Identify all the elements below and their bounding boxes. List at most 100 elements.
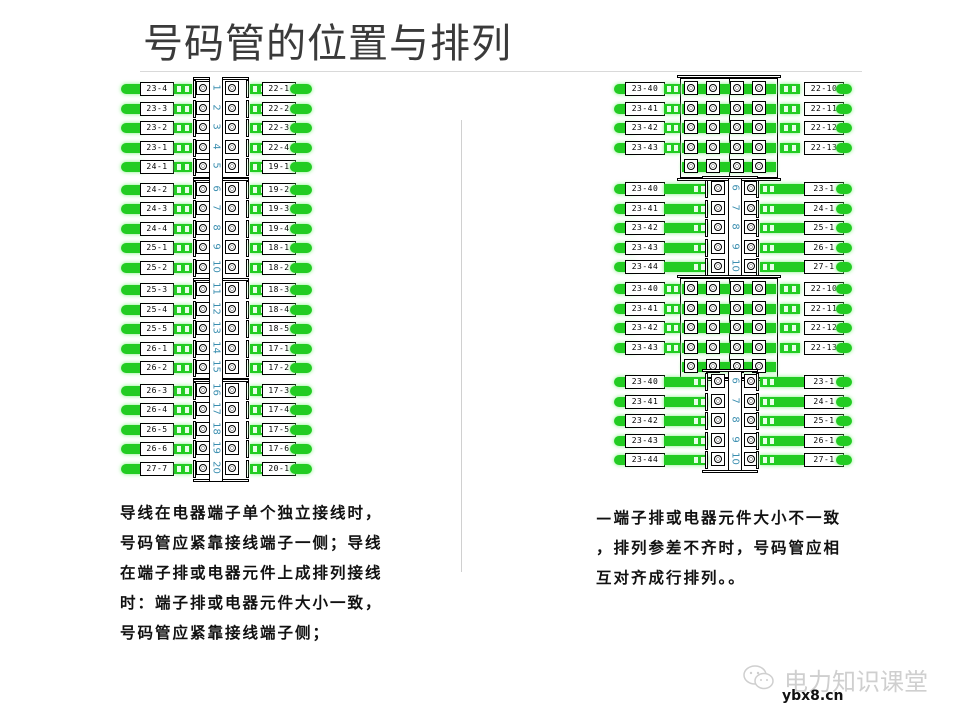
wire-sleeve bbox=[664, 242, 708, 253]
screw-terminal-icon bbox=[225, 360, 239, 374]
screw-terminal-icon bbox=[225, 181, 239, 196]
wire-sleeve bbox=[760, 242, 804, 253]
wire-sleeve bbox=[664, 377, 708, 387]
wire-end bbox=[836, 84, 852, 94]
wire-number-tube: 23-40 bbox=[625, 375, 665, 389]
wire-sleeve bbox=[664, 303, 680, 314]
screw-terminal-icon bbox=[706, 320, 720, 334]
wire-sleeve bbox=[174, 142, 192, 153]
terminal-block-edge bbox=[246, 459, 249, 478]
screw-terminal-icon bbox=[196, 301, 210, 316]
screw-terminal-icon bbox=[706, 100, 720, 115]
wire-number-tube: 18-1 bbox=[262, 241, 296, 255]
terminal-number: 7 bbox=[729, 396, 741, 404]
screw-terminal-icon bbox=[225, 282, 239, 296]
screw-terminal-icon bbox=[196, 382, 210, 397]
screw-terminal-icon bbox=[744, 220, 758, 234]
wire-number-tube: 23-44 bbox=[625, 260, 665, 274]
screw-terminal-icon bbox=[196, 201, 210, 215]
screw-terminal-icon bbox=[752, 120, 766, 134]
wire-sleeve bbox=[760, 455, 804, 465]
terminal-block-edge bbox=[246, 80, 249, 98]
terminal-block-edge bbox=[246, 359, 249, 377]
terminal-block-edge bbox=[246, 339, 249, 358]
terminal-strip-spine bbox=[209, 77, 223, 481]
terminal-block-edge bbox=[756, 238, 759, 257]
screw-terminal-icon bbox=[225, 240, 239, 254]
wire-sleeve bbox=[780, 103, 800, 114]
wire-number-tube: 23-43 bbox=[625, 140, 665, 155]
screw-terminal-icon bbox=[711, 374, 725, 388]
terminal-block-edge bbox=[246, 401, 249, 419]
caption-line: 时：端子排或电器元件大小一致， bbox=[120, 593, 383, 612]
wire-end bbox=[121, 142, 147, 153]
terminal-number: 6 bbox=[729, 184, 741, 191]
wire-end bbox=[836, 435, 852, 446]
page-title: 号码管的位置与排列 bbox=[143, 21, 512, 67]
wire-number-tube: 22-10 bbox=[804, 282, 844, 296]
wire-end bbox=[290, 463, 312, 474]
wire-sleeve bbox=[664, 184, 708, 194]
wire-sleeve bbox=[780, 303, 800, 314]
terminal-block-edge bbox=[193, 420, 196, 439]
screw-terminal-icon bbox=[744, 393, 758, 408]
wire-sleeve bbox=[780, 142, 800, 153]
wire-number-tube: 26-4 bbox=[140, 403, 174, 417]
title-divider bbox=[140, 71, 862, 72]
wire-sleeve bbox=[760, 262, 804, 272]
terminal-number: 10 bbox=[729, 452, 741, 465]
terminal-block-edge bbox=[193, 339, 196, 358]
wire-sleeve bbox=[174, 405, 192, 415]
internal-wire bbox=[682, 123, 776, 133]
wire-end bbox=[836, 262, 852, 272]
wire-end bbox=[121, 285, 147, 295]
wire-sleeve bbox=[664, 323, 680, 333]
wire-number-tube: 24-4 bbox=[140, 221, 174, 236]
terminal-block-edge bbox=[193, 138, 196, 157]
wire-number-tube: 26-6 bbox=[140, 442, 174, 456]
screw-terminal-icon bbox=[706, 81, 720, 95]
wire-number-tube: 22-12 bbox=[804, 321, 844, 335]
screw-terminal-icon bbox=[744, 200, 758, 215]
wire-end bbox=[836, 377, 852, 387]
wire-number-tube: 22-11 bbox=[804, 101, 844, 116]
screw-terminal-icon bbox=[225, 321, 239, 335]
terminal-block-edge bbox=[246, 119, 249, 137]
wire-end bbox=[290, 424, 312, 435]
screw-terminal-icon bbox=[684, 159, 698, 173]
terminal-block-edge bbox=[193, 320, 196, 338]
screw-terminal-icon bbox=[711, 259, 725, 273]
wire-end bbox=[290, 324, 312, 334]
wire-number-tube: 23-1 bbox=[804, 182, 844, 196]
terminal-strip-spine bbox=[728, 178, 742, 278]
wire-end bbox=[121, 463, 147, 474]
wire-number-tube: 23-42 bbox=[625, 221, 665, 235]
wire-end bbox=[121, 223, 147, 234]
screw-terminal-icon bbox=[196, 139, 210, 154]
wire-sleeve bbox=[174, 324, 192, 334]
wire-end bbox=[121, 343, 147, 354]
screw-terminal-icon bbox=[730, 300, 744, 315]
wire-end bbox=[836, 342, 852, 353]
wire-sleeve bbox=[664, 123, 680, 133]
wire-number-tube: 23-41 bbox=[625, 201, 665, 216]
screw-terminal-icon bbox=[752, 81, 766, 95]
wire-end bbox=[290, 103, 312, 114]
wire-number-tube: 25-3 bbox=[140, 283, 174, 297]
wire-end bbox=[290, 304, 312, 315]
wire-sleeve bbox=[760, 184, 804, 194]
wire-end bbox=[121, 162, 147, 172]
terminal-number: 10 bbox=[729, 259, 741, 272]
